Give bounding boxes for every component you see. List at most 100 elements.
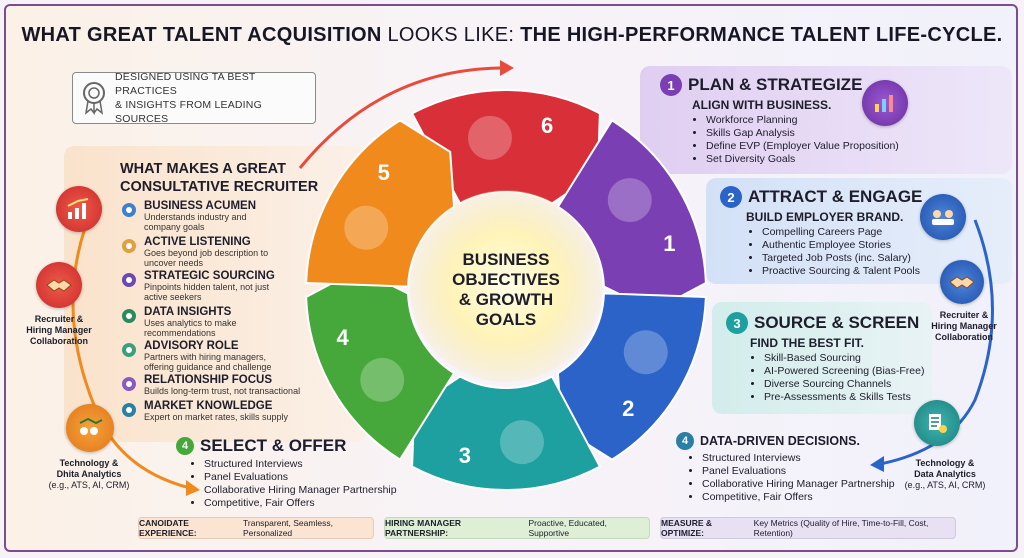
award-ribbon-icon xyxy=(83,82,105,115)
stage-number: 4 xyxy=(676,432,694,450)
trait-desc: offering guidance and challenge xyxy=(144,362,272,372)
stage-item: Define EVP (Employer Value Proposition) xyxy=(706,140,1000,153)
stage-item: Skill-Based Sourcing xyxy=(764,352,946,365)
handshake-icon xyxy=(118,340,140,360)
trait-name: Market Knowledge xyxy=(144,400,273,412)
stage-item: Workforce Planning xyxy=(706,114,1000,127)
stage-item: Collaborative Hiring Manager Partnership xyxy=(702,478,896,491)
trait-name: Relationship Focus xyxy=(144,374,272,386)
trait-name: Strategic Sourcing xyxy=(144,270,275,282)
stage-title: Attract & Engage xyxy=(748,187,923,206)
stage-items: Workforce Planning Skills Gap Analysis D… xyxy=(692,114,1000,166)
stage-number: 2 xyxy=(720,186,742,208)
stage-title: Plan & Strategize xyxy=(688,75,863,94)
stage-subtitle: Align with business. xyxy=(692,98,832,112)
stage-subtitle: Build employer brand. xyxy=(746,210,904,224)
footer-label: Measure & Optimize: xyxy=(661,518,713,538)
stage-number: 4 xyxy=(176,437,194,455)
trait-desc: recommendations xyxy=(144,328,216,338)
bar-chart-icon xyxy=(118,306,140,326)
trait-desc: Pinpoints hidden talent, not just xyxy=(144,282,270,292)
stage-item: Collaborative Hiring Manager Partnership xyxy=(204,484,416,497)
stage-item: Competitive, Fair Offers xyxy=(702,491,896,504)
trait-desc: Partners with hiring managers, xyxy=(144,352,267,362)
trait-desc: uncover needs xyxy=(144,258,204,268)
stage-item: Diverse Sourcing Channels xyxy=(764,378,946,391)
stage-item: Pre-Assessments & Skills Tests xyxy=(764,391,946,404)
center-goal-text: Business Objectives & Growth Goals xyxy=(452,250,560,329)
stage-title: Select & Offer xyxy=(200,436,347,455)
trait-item: Relationship FocusBuilds long-term trust… xyxy=(118,374,338,396)
trait-desc: Uses analytics to make xyxy=(144,318,237,328)
stage-title: Source & Screen xyxy=(754,313,920,332)
stage-title: Data-Driven Decisions. xyxy=(700,434,860,448)
trait-name: Business Acumen xyxy=(144,200,257,212)
footer-measure-optimize: Measure & Optimize: Key Metrics (Quality … xyxy=(660,517,956,539)
stage-item: Targeted Job Posts (inc. Salary) xyxy=(762,252,1000,265)
stage-attract: 2Attract & Engage Build employer brand. … xyxy=(720,186,1000,278)
trait-name: Data Insights xyxy=(144,306,232,318)
checklist-gears-icon xyxy=(914,400,960,446)
trait-item: Data InsightsUses analytics to makerecom… xyxy=(118,306,338,338)
ear-hand-icon xyxy=(118,236,140,256)
badge-line-1: Designed using TA best practices xyxy=(115,71,256,97)
trait-name: Active Listening xyxy=(144,236,251,248)
footer-text: Key Metrics (Quality of Hire, Time-to-Fi… xyxy=(753,518,929,538)
trait-desc: Builds long-term trust, not transactiona… xyxy=(144,386,301,396)
right-tech-label: Technology &Data Analytics(e.g., ATS, AI… xyxy=(904,458,986,490)
analytics-dashboard-icon xyxy=(862,80,908,126)
stage-item: AI-Powered Screening (Bias-Free) xyxy=(764,365,946,378)
gears-dollar-icon xyxy=(118,200,140,220)
trait-item: Strategic SourcingPinpoints hidden talen… xyxy=(118,270,338,302)
handshake-icon xyxy=(940,260,984,304)
growth-arrows-icon xyxy=(56,186,102,232)
footer-text: Transparent, Seamless, Personalized xyxy=(243,518,333,538)
trait-desc: Goes beyond job description to xyxy=(144,248,269,258)
footer-candidate-experience: Canoidate Experience: Transparent, Seamle… xyxy=(138,517,374,539)
stage-source: 3 Source & Screen Find the best fit. Skil… xyxy=(726,312,946,404)
trait-item: Market KnowledgeExpert on market rates, … xyxy=(118,400,338,422)
trait-desc: active seekers xyxy=(144,292,202,302)
globe-icon xyxy=(118,400,140,420)
stage-subtitle: Find the best fit. xyxy=(750,336,864,350)
stage-item: Panel Evaluations xyxy=(204,471,416,484)
trait-item: Active ListeningGoes beyond job descript… xyxy=(118,236,338,268)
stage-item: Structured Interviews xyxy=(204,458,416,471)
stage-item: Compelling Careers Page xyxy=(762,226,1000,239)
footer-text: Proactive, Educated, Supportive xyxy=(528,518,607,538)
trait-desc: Expert on market rates, skills supply xyxy=(144,412,289,422)
footer-hiring-manager: Hiring Manager Partnership: Proactive, Ed… xyxy=(384,517,650,539)
stage-plan: 1Plan & Strategize Align with business. … xyxy=(660,74,1000,166)
stage-items: Structured Interviews Panel Evaluations … xyxy=(688,452,896,504)
stage-item: Set Diversity Goals xyxy=(706,153,1000,166)
stage-number: 3 xyxy=(726,312,748,334)
stage-item: Authentic Employee Stories xyxy=(762,239,1000,252)
stage-item: Skills Gap Analysis xyxy=(706,127,1000,140)
badge-line-2: & insights from leading sources xyxy=(115,99,262,125)
analytics-team-icon xyxy=(66,404,114,452)
stage-item: Panel Evaluations xyxy=(702,465,896,478)
stage-items: Skill-Based Sourcing AI-Powered Screenin… xyxy=(750,352,946,404)
best-practices-badge: Designed using TA best practices & insig… xyxy=(72,71,316,125)
left-tech-label: Technology &Dhita Analytics(e.g., ATS, A… xyxy=(48,458,130,490)
trait-item: Advisory RolePartners with hiring manage… xyxy=(118,340,338,372)
stage-items: Compelling Careers Page Authentic Employ… xyxy=(748,226,1000,278)
trait-name: Advisory Role xyxy=(144,340,239,352)
stage-number: 1 xyxy=(660,74,682,96)
trait-desc: company goals xyxy=(144,222,205,232)
trait-desc: Understands industry and xyxy=(144,212,247,222)
stage-item: Competitive, Fair Offers xyxy=(204,497,416,510)
handshake-icon xyxy=(36,262,82,308)
stage-select: 4 Select & Offer Structured Interviews Pa… xyxy=(176,436,416,510)
stage-items: Structured Interviews Panel Evaluations … xyxy=(190,458,416,510)
magnifier-people-icon xyxy=(118,270,140,290)
network-people-icon xyxy=(118,374,140,394)
trait-item: Business AcumenUnderstands industry andc… xyxy=(118,200,338,232)
footer-label: Hiring Manager Partnership: xyxy=(385,518,462,538)
footer-label: Canoidate Experience: xyxy=(139,518,197,538)
stage-item: Structured Interviews xyxy=(702,452,896,465)
stage-data-driven: 4 Data-Driven Decisions. Structured Inter… xyxy=(676,432,896,504)
team-meeting-icon xyxy=(920,194,966,240)
